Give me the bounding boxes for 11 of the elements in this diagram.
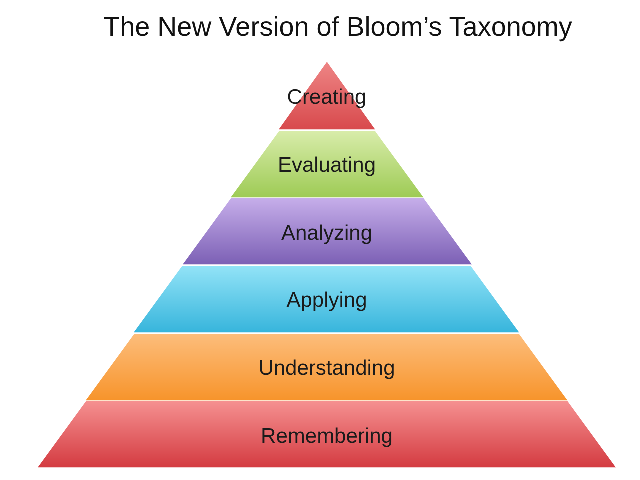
pyramid-tier [38, 400, 616, 468]
pyramid-tier [230, 130, 424, 198]
tier-label: Analyzing [281, 220, 373, 247]
pyramid-tier [134, 265, 520, 333]
pyramid-tier [182, 197, 472, 265]
diagram-title: The New Version of Bloom’s Taxonomy [104, 11, 572, 44]
pyramid-tier [86, 332, 568, 400]
tier-label: Evaluating [278, 152, 376, 179]
tier-label: Understanding [258, 356, 396, 382]
tier-label: Applying [286, 288, 368, 314]
tier-label: Remembering [261, 424, 393, 450]
